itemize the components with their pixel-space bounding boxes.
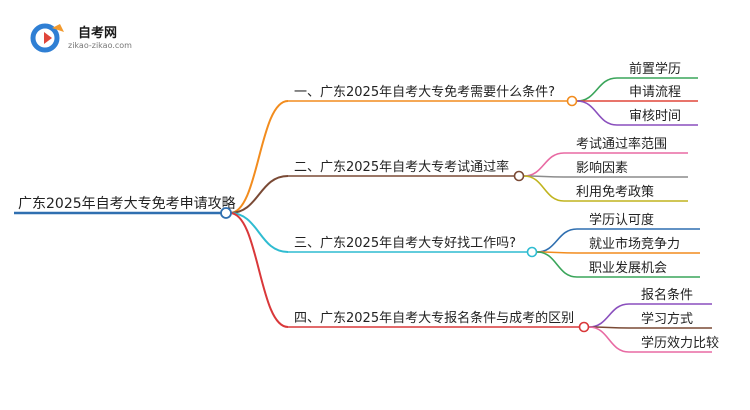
logo-mark-icon <box>30 23 64 53</box>
branch-label[interactable]: 一、广东2025年自考大专免考需要什么条件? <box>294 84 555 100</box>
branch-label[interactable]: 四、广东2025年自考大专报名条件与成考的区别 <box>294 310 574 326</box>
branch-label[interactable]: 三、广东2025年自考大专好找工作吗? <box>294 236 516 251</box>
leaf-label[interactable]: 利用免考政策 <box>576 184 654 200</box>
leaf-connector <box>576 100 618 126</box>
branch-node-circle[interactable] <box>566 95 578 107</box>
leaf-label[interactable]: 报名条件 <box>641 287 693 303</box>
branch-node-circle[interactable] <box>578 321 590 333</box>
site-logo[interactable]: 自考网 zikao-zikao.com <box>30 20 170 56</box>
branch-node-circle[interactable] <box>513 170 525 182</box>
logo-subtitle: zikao-zikao.com <box>68 41 132 50</box>
leaf-connector <box>588 326 630 353</box>
branch-connector <box>229 212 289 328</box>
leaf-label[interactable]: 审核时间 <box>629 109 681 124</box>
branch-node-circle[interactable] <box>526 246 538 258</box>
leaf-label[interactable]: 学历认可度 <box>589 212 654 228</box>
branch-label[interactable]: 二、广东2025年自考大专考试通过率 <box>294 159 509 175</box>
leaf-label[interactable]: 前置学历 <box>629 61 681 77</box>
leaf-label[interactable]: 学习方式 <box>641 311 693 327</box>
leaf-connector <box>523 152 565 177</box>
leaf-connector <box>523 175 565 202</box>
leaf-connector <box>536 251 578 278</box>
root-node-circle[interactable] <box>220 207 232 219</box>
leaf-label[interactable]: 学历效力比较 <box>641 335 719 351</box>
leaf-connector <box>576 77 618 102</box>
leaf-label[interactable]: 考试通过率范围 <box>576 136 667 152</box>
leaf-label[interactable]: 就业市场竞争力 <box>589 236 680 252</box>
leaf-connector <box>588 303 630 328</box>
branch-connector <box>229 100 289 214</box>
logo-title: 自考网 <box>78 26 118 41</box>
leaf-label[interactable]: 申请流程 <box>629 85 681 100</box>
branch-connector <box>229 175 289 214</box>
root-node-label[interactable]: 广东2025年自考大专免考申请攻略 <box>18 196 236 212</box>
leaf-connector <box>536 228 578 253</box>
branch-connector <box>229 212 289 253</box>
leaf-label[interactable]: 职业发展机会 <box>589 260 667 276</box>
leaf-label[interactable]: 影响因素 <box>576 160 628 176</box>
